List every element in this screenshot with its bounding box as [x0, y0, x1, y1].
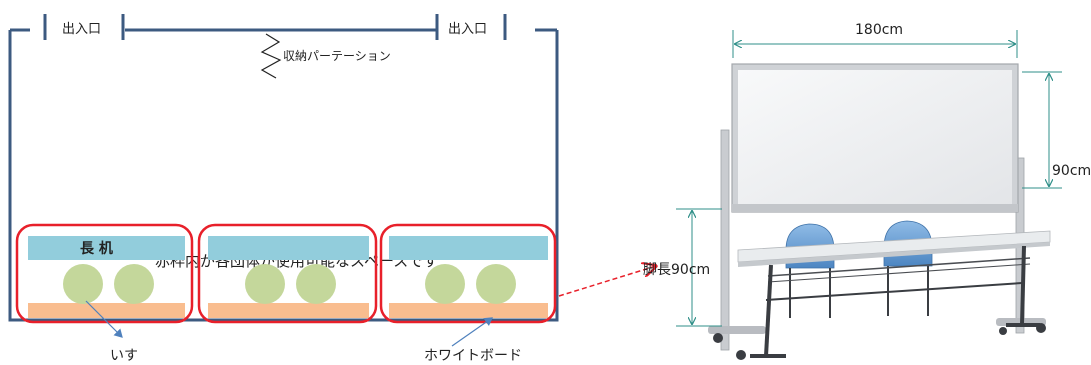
equipment-photo: 180cm 90cm 脚長90cm	[643, 22, 1091, 360]
usable-space-frame	[15, 223, 194, 324]
space-area-3	[379, 223, 557, 324]
desk-label: 長 机	[80, 240, 113, 257]
chair-circle	[296, 264, 336, 304]
chair-label: いす	[110, 348, 138, 364]
connector-arrow	[558, 266, 656, 297]
partition-label: 収納パーテーション	[283, 49, 391, 63]
chair-pointer-arrow	[85, 300, 123, 338]
floor-plan: 出入口 出入口 収納パーテーション 赤枠内が各団体が使用可能なスペースです 長 …	[8, 14, 559, 364]
usable-space-frame	[197, 223, 378, 324]
long-desk	[389, 236, 548, 260]
chair-circle	[114, 264, 154, 304]
chair-circle	[245, 264, 285, 304]
whiteboard-pointer-arrow	[451, 317, 493, 347]
dimension-lines	[676, 30, 1062, 327]
space-area-1	[15, 223, 194, 324]
chair-circle	[425, 264, 465, 304]
entrance-right-label: 出入口	[448, 22, 487, 37]
chair-right	[883, 220, 933, 316]
whiteboard-bar	[389, 303, 548, 318]
folding-table	[737, 230, 1051, 358]
whiteboard-label: ホワイトボード	[424, 348, 522, 364]
chair-circle	[476, 264, 516, 304]
whiteboard-bar	[28, 303, 185, 318]
whiteboard-stand	[708, 63, 1046, 360]
leg-length-label: 脚長90cm	[643, 262, 710, 278]
partition-zigzag-icon	[260, 33, 282, 79]
width-dimension-label: 180cm	[855, 22, 903, 38]
long-desk	[28, 236, 185, 260]
usable-space-frame	[379, 223, 557, 324]
long-desk	[208, 236, 369, 260]
whiteboard-bar	[208, 303, 369, 318]
chair-circle	[63, 264, 103, 304]
chair-left	[785, 223, 835, 318]
board-height-label: 90cm	[1052, 163, 1091, 179]
entrance-left-label: 出入口	[62, 22, 101, 37]
room-walls	[8, 14, 559, 322]
space-area-2	[197, 223, 378, 324]
